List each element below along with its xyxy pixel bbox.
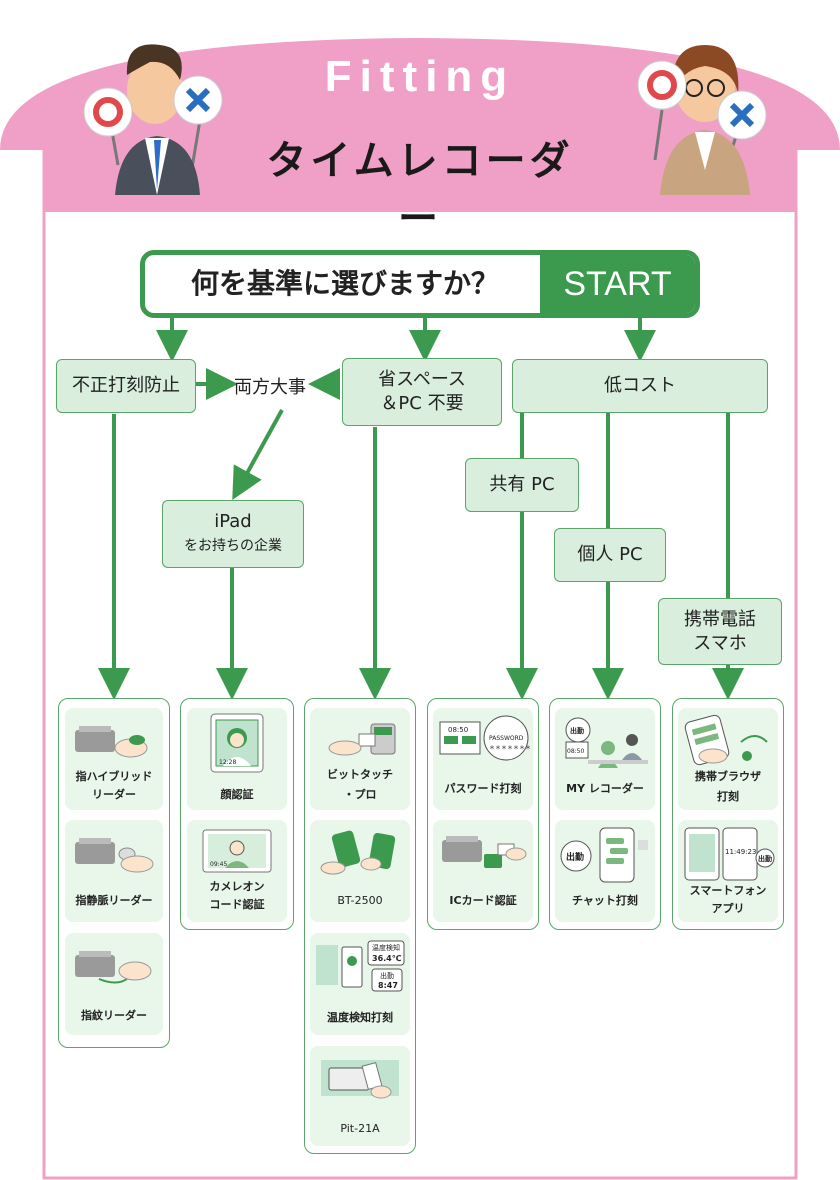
product-card-mobile-browser[interactable]: 携帯ブラウザ 打刻 bbox=[678, 708, 778, 810]
temp-arrive-time: 8:47 bbox=[378, 981, 398, 990]
product-label-face: 顔認証 bbox=[220, 788, 254, 801]
product-label-pit21a: Pit-21A bbox=[340, 1122, 380, 1135]
product-card-pit21a[interactable]: Pit-21A bbox=[310, 1046, 410, 1146]
node-ipad: iPad をお持ちの企業 bbox=[162, 500, 304, 568]
node-fraud-prevention: 不正打刻防止 bbox=[56, 359, 196, 413]
product-label-bit-touch-2: ・プロ bbox=[343, 788, 377, 801]
product-label-temperature: 温度検知打刻 bbox=[327, 1011, 393, 1024]
node-shared-pc: 共有 PC bbox=[465, 458, 579, 512]
password-word-text: PASSWORD bbox=[489, 735, 524, 742]
node-mobile-label-1: 携帯電話 bbox=[684, 608, 756, 630]
smartphone-app-icon: 11:49:23 出勤 bbox=[684, 827, 775, 881]
product-label-iccard: ICカード認証 bbox=[449, 894, 517, 907]
product-card-password[interactable]: 08:50 PASSWORD ＊＊＊＊＊＊＊＊ パスワード打刻 bbox=[433, 708, 533, 810]
myrec-badge-text: 出勤 bbox=[570, 726, 584, 735]
face-recognition-icon: 12:28 bbox=[210, 713, 264, 773]
product-label-chat: チャット打刻 bbox=[572, 894, 638, 907]
chat-punch-icon: 出勤 bbox=[560, 827, 648, 883]
bit-touch-icon bbox=[328, 723, 396, 756]
product-card-smartphone-app[interactable]: 11:49:23 出勤 スマートフォン アプリ bbox=[678, 820, 778, 922]
start-box: 何を基準に選びますか？ START bbox=[140, 250, 700, 318]
fingerprint-reader-icon bbox=[75, 951, 152, 984]
product-card-vein[interactable]: 指静脈リーダー bbox=[65, 820, 163, 922]
ic-card-icon bbox=[442, 836, 527, 868]
face-time-text: 12:28 bbox=[219, 759, 236, 766]
product-label-vein: 指静脈リーダー bbox=[75, 894, 153, 907]
node-both-important: 両方大事 bbox=[234, 377, 306, 398]
product-card-chameleon[interactable]: 09:45 カメレオン コード認証 bbox=[187, 820, 287, 922]
node-personal-pc: 個人 PC bbox=[554, 528, 666, 582]
mobile-browser-icon bbox=[684, 714, 768, 766]
product-card-chat[interactable]: 出勤 チャット打刻 bbox=[555, 820, 655, 922]
node-space-label-1: 省スペース bbox=[378, 369, 466, 390]
product-card-fingerprint[interactable]: 指紋リーダー bbox=[65, 933, 163, 1035]
header-title-en: Fitting bbox=[324, 52, 516, 101]
header-title-jp: タイムレコーダー bbox=[266, 138, 574, 242]
product-card-bit-touch[interactable]: ビットタッチ ・プロ bbox=[310, 708, 410, 810]
start-question: 何を基準に選びますか？ bbox=[190, 267, 499, 300]
product-label-smartphone-app-2: アプリ bbox=[711, 902, 745, 915]
myrec-time-text: 08:50 bbox=[567, 748, 584, 755]
node-space-saving: 省スペース ＆PC 不要 bbox=[342, 358, 502, 426]
product-card-temperature[interactable]: 温度検知 36.4℃ 出勤 8:47 温度検知打刻 bbox=[310, 933, 410, 1035]
node-ipad-label-1: iPad bbox=[214, 511, 252, 532]
product-card-bt2500[interactable]: BT-2500 bbox=[310, 820, 410, 922]
product-label-hybrid-2: リーダー bbox=[92, 788, 136, 801]
node-lowcost-label: 低コスト bbox=[604, 375, 676, 396]
hybrid-reader-icon bbox=[75, 726, 148, 758]
product-label-mobile-browser-2: 打刻 bbox=[717, 790, 739, 803]
password-stars-text: ＊＊＊＊＊＊＊＊ bbox=[489, 745, 530, 752]
bt2500-icon bbox=[320, 830, 396, 875]
node-personal-pc-label: 個人 PC bbox=[577, 544, 643, 565]
product-label-mobile-browser-1: 携帯ブラウザ bbox=[695, 770, 761, 783]
node-mobile-label-2: スマホ bbox=[693, 632, 747, 654]
app-time-text: 11:49:23 bbox=[725, 848, 756, 856]
product-label-bt2500: BT-2500 bbox=[337, 894, 383, 907]
password-time-text: 08:50 bbox=[448, 726, 468, 734]
my-recorder-icon: 出勤 08:50 bbox=[565, 717, 648, 768]
node-fraud-label: 不正打刻防止 bbox=[72, 375, 180, 396]
product-label-fingerprint: 指紋リーダー bbox=[81, 1009, 147, 1022]
temp-arrive-label: 出勤 bbox=[380, 971, 394, 980]
product-label-password: パスワード打刻 bbox=[444, 782, 522, 795]
product-label-smartphone-app-1: スマートフォン bbox=[689, 884, 767, 897]
temp-value-text: 36.4℃ bbox=[372, 954, 402, 963]
node-low-cost: 低コスト bbox=[512, 359, 768, 413]
node-ipad-label-2: をお持ちの企業 bbox=[184, 538, 282, 554]
chameleon-time-text: 09:45 bbox=[210, 861, 227, 868]
chat-badge-text: 出勤 bbox=[566, 851, 584, 863]
vein-reader-icon bbox=[75, 838, 154, 873]
product-label-bit-touch-1: ビットタッチ bbox=[327, 768, 393, 781]
businessman-illustration bbox=[83, 44, 223, 195]
product-card-iccard[interactable]: ICカード認証 bbox=[433, 820, 533, 922]
node-space-label-2: ＆PC 不要 bbox=[380, 393, 464, 414]
product-label-chameleon-1: カメレオン bbox=[209, 880, 265, 893]
node-mobile: 携帯電話 スマホ bbox=[658, 598, 782, 665]
temp-label-text: 温度検知 bbox=[372, 943, 400, 952]
product-label-my-recorder: MY レコーダー bbox=[566, 782, 644, 795]
password-entry-icon: 08:50 PASSWORD ＊＊＊＊＊＊＊＊ bbox=[439, 715, 530, 761]
product-card-face[interactable]: 12:28 顔認証 bbox=[187, 708, 287, 810]
app-badge-text: 出勤 bbox=[758, 854, 772, 863]
product-card-my-recorder[interactable]: 出勤 08:50 MY レコーダー bbox=[555, 708, 655, 810]
temperature-detection-icon: 温度検知 36.4℃ 出勤 8:47 bbox=[316, 940, 405, 992]
businesswoman-illustration bbox=[637, 45, 767, 195]
product-label-hybrid-1: 指ハイブリッド bbox=[75, 770, 153, 783]
chameleon-code-icon: 09:45 bbox=[202, 829, 272, 873]
node-shared-pc-label: 共有 PC bbox=[489, 474, 555, 495]
start-label: START bbox=[540, 255, 695, 313]
product-label-chameleon-2: コード認証 bbox=[209, 898, 265, 911]
product-card-hybrid[interactable]: 指ハイブリッド リーダー bbox=[65, 708, 163, 810]
pit21a-icon bbox=[321, 1060, 399, 1099]
